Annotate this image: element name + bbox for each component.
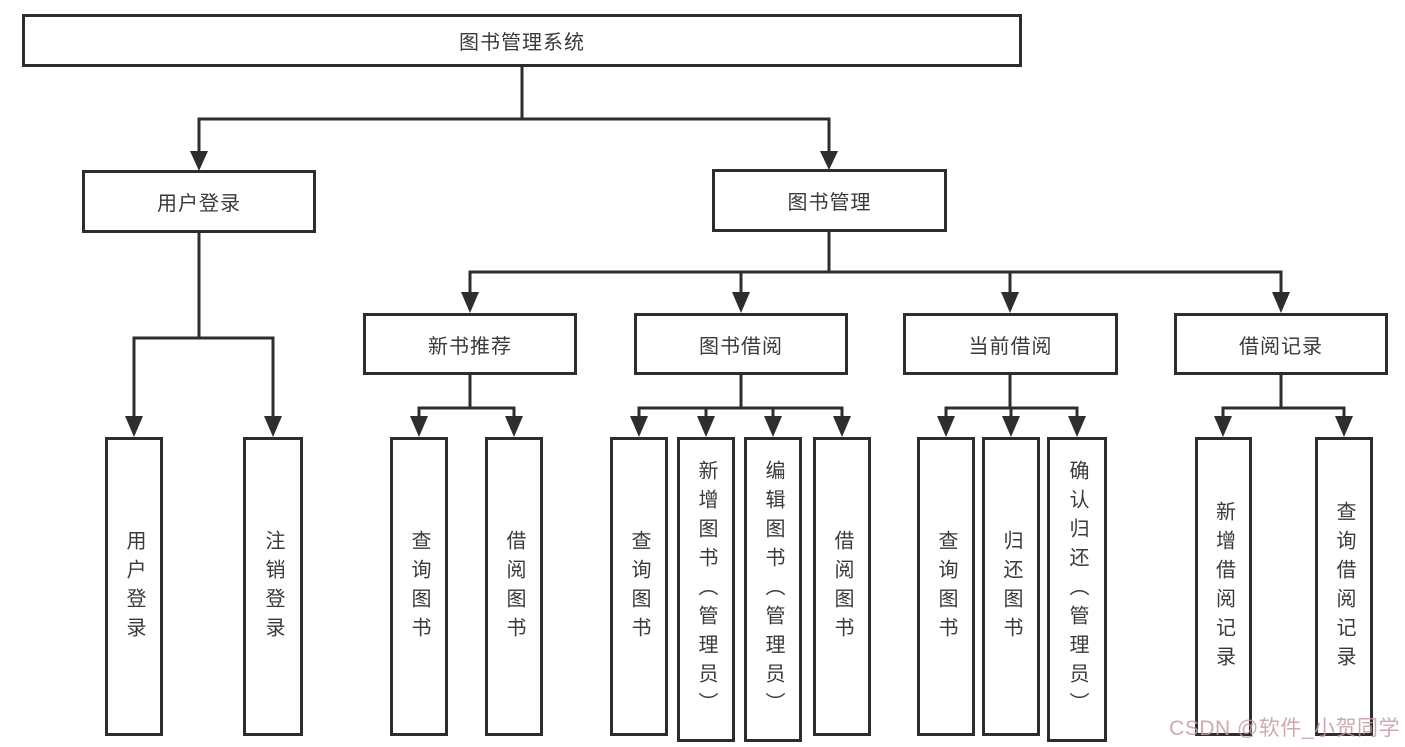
leaf-borrow-book-borrowing: 借阅图书 xyxy=(813,437,871,736)
node-book-management: 图书管理 xyxy=(712,169,947,232)
leaf-confirm-return-admin: 确认归还（管理员） xyxy=(1047,437,1107,742)
node-book-borrowing: 图书借阅 xyxy=(634,313,848,375)
connector-user-login-children xyxy=(125,233,282,437)
connector-book-management-children xyxy=(461,232,1290,313)
node-new-book-recommend: 新书推荐 xyxy=(363,313,577,375)
leaf-borrow-book-recommend: 借阅图书 xyxy=(485,437,543,736)
node-borrowing-records: 借阅记录 xyxy=(1174,313,1388,375)
leaf-return-book: 归还图书 xyxy=(982,437,1040,736)
leaf-add-book-admin: 新增图书（管理员） xyxy=(677,437,735,742)
connector-borrowing-records-children xyxy=(1214,375,1353,437)
leaf-logout: 注销登录 xyxy=(243,437,303,736)
node-root-library-system: 图书管理系统 xyxy=(22,14,1022,67)
connector-book-borrowing-children xyxy=(630,375,851,437)
node-current-borrowing: 当前借阅 xyxy=(903,313,1118,375)
connector-root-to-level2 xyxy=(190,66,838,171)
leaf-add-borrow-record: 新增借阅记录 xyxy=(1195,437,1252,736)
leaf-query-book-borrowing: 查询图书 xyxy=(610,437,668,736)
node-user-login: 用户登录 xyxy=(82,170,316,233)
connector-new-book-recommend-children xyxy=(410,375,523,437)
csdn-watermark: CSDN @软件_小贺同学 xyxy=(1169,717,1400,740)
leaf-query-book-current: 查询图书 xyxy=(917,437,975,736)
leaf-user-login: 用户登录 xyxy=(105,437,163,736)
connector-current-borrowing-children xyxy=(937,375,1086,437)
leaf-query-borrow-record: 查询借阅记录 xyxy=(1315,437,1373,736)
leaf-edit-book-admin: 编辑图书（管理员） xyxy=(744,437,802,742)
leaf-query-book-recommend: 查询图书 xyxy=(390,437,448,736)
